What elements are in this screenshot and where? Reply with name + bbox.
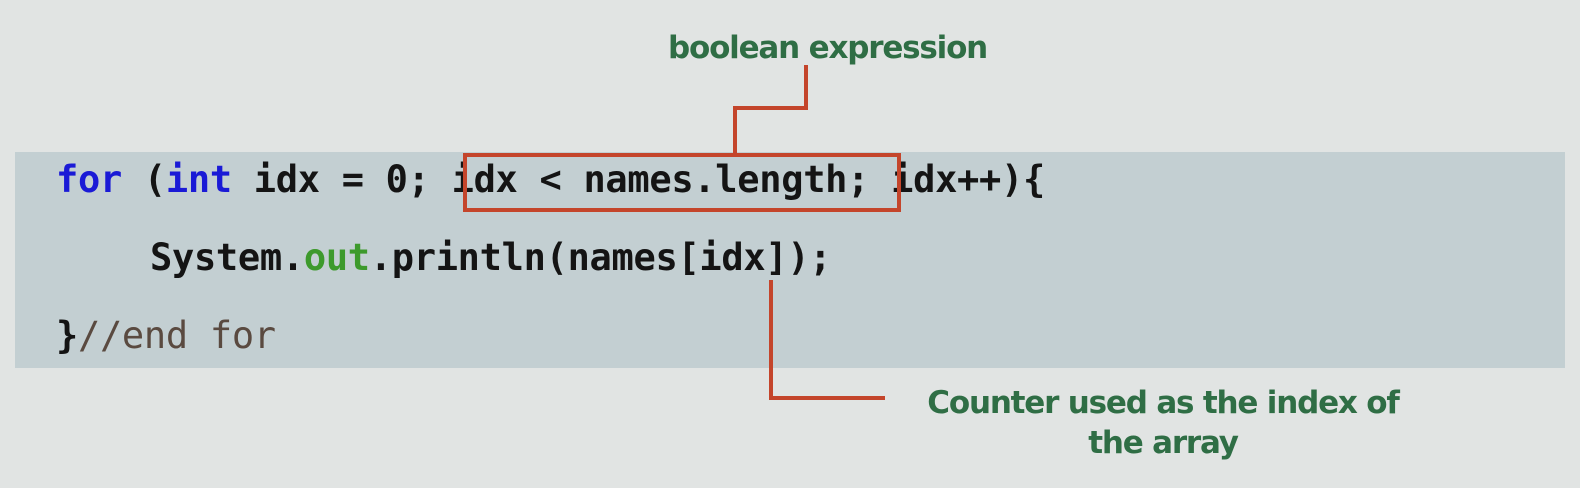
- out-field: out: [303, 236, 370, 279]
- closing-brace: }: [56, 314, 78, 357]
- println-call: .println(names[idx]);: [369, 236, 832, 279]
- boolean-expression-connector: [733, 65, 808, 155]
- condition-highlight-box: [463, 153, 901, 212]
- counter-index-connector: [769, 280, 885, 400]
- end-comment: //end for: [77, 314, 276, 357]
- boolean-expression-label: boolean expression: [668, 30, 988, 66]
- code-line-println: System.out.println(names[idx]);: [150, 236, 832, 279]
- paren-open: (: [121, 158, 166, 201]
- code-line-for-header: for (int idx = 0; idx < names.length; id…: [56, 160, 1045, 200]
- condition-expression: idx < names.length: [451, 158, 848, 201]
- keyword-for: for: [56, 158, 122, 201]
- init-statement: idx = 0;: [231, 158, 452, 201]
- code-panel: [15, 152, 1565, 368]
- keyword-int: int: [165, 158, 232, 201]
- update-statement: ; idx++){: [847, 158, 1045, 201]
- code-line-end: }//end for: [56, 316, 276, 356]
- counter-index-label: Counter used as the index of the array: [927, 385, 1400, 461]
- system-object: System.: [150, 236, 304, 279]
